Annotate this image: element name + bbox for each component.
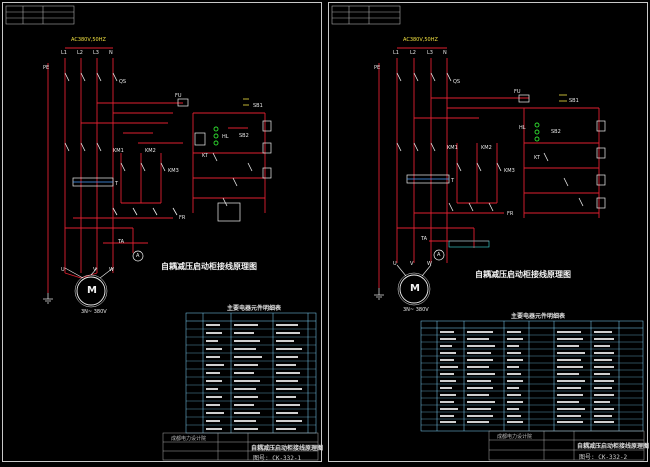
- indicator-lamps: [213, 98, 249, 146]
- phase-label-l2: L2: [410, 50, 416, 56]
- label-u: U: [393, 261, 397, 267]
- coil-blocks: [518, 94, 606, 209]
- ammeter-symbol: [132, 250, 144, 262]
- drawing-title: 自耦减压启动柜接线原理图: [251, 445, 324, 452]
- label-kt: KT: [202, 153, 208, 159]
- components-table-grid: [185, 312, 317, 434]
- coil-blocks: [177, 98, 272, 222]
- phase-label-l3: L3: [93, 50, 99, 56]
- motor-rating: 3N~ 380V: [403, 307, 429, 313]
- circuit-title: 自耦减压启动柜接线原理图: [475, 270, 571, 279]
- company-name: 成都电力设计院: [497, 434, 533, 440]
- drawing-sheet-2: AC380V,50HZ L1 L2 L3 N PE QS FU KM1 KM2 …: [328, 2, 650, 462]
- phase-label-l1: L1: [61, 50, 67, 56]
- label-fr: FR: [179, 215, 186, 221]
- components-table-fill: [440, 331, 614, 423]
- circuit-title: 自耦减压启动柜接线原理图: [161, 262, 257, 271]
- label-kt: KT: [534, 155, 540, 161]
- label-km2: KM2: [481, 145, 492, 151]
- label-hl: HL: [222, 134, 229, 140]
- components-table-rows: [421, 334, 643, 426]
- components-table-fill: [206, 324, 302, 430]
- label-km1: KM1: [447, 145, 458, 151]
- label-hl: HL: [519, 125, 526, 131]
- label-w: W: [427, 261, 432, 267]
- phase-label-l3: L3: [427, 50, 433, 56]
- autotransformer: [406, 174, 490, 248]
- label-fu: FU: [514, 89, 521, 95]
- label-qs: QS: [119, 79, 127, 85]
- contact-symbols: [396, 72, 584, 212]
- autotransformer: [72, 177, 114, 187]
- phase-label-n: N: [109, 50, 113, 56]
- label-t: T: [115, 181, 119, 187]
- label-fu: FU: [175, 93, 182, 99]
- label-sb2: SB2: [551, 129, 561, 135]
- motor-symbol-group: [64, 267, 114, 308]
- label-sb1: SB1: [253, 103, 263, 109]
- label-v: V: [410, 261, 414, 267]
- label-u: U: [61, 267, 65, 273]
- company-name: 成都电力设计院: [171, 436, 207, 442]
- label-km1: KM1: [113, 148, 124, 154]
- label-fr: FR: [507, 211, 514, 217]
- label-ta: TA: [421, 236, 428, 242]
- table-title: 主要电器元件明细表: [511, 313, 566, 320]
- drawing-sheet-1: AC380V,50HZ L1 L2 L3 N PE QS FU KM1 KM2 …: [2, 2, 324, 462]
- label-t: T: [451, 178, 455, 184]
- schematic-canvas-2: [331, 5, 645, 461]
- motor-letter: M: [87, 285, 97, 296]
- main-circuit-wires: [47, 47, 266, 293]
- corner-title-block: [5, 5, 75, 25]
- ammeter-symbol: [433, 249, 445, 261]
- label-km2: KM2: [145, 148, 156, 154]
- motor-symbol-group: [396, 264, 432, 306]
- drawing-number: 图号: CK-332-2: [579, 454, 628, 461]
- phase-label-l2: L2: [77, 50, 83, 56]
- label-km3: KM3: [504, 168, 515, 174]
- label-sb2: SB2: [239, 133, 249, 139]
- supply-label: AC380V,50HZ: [403, 37, 438, 43]
- supply-label: AC380V,50HZ: [71, 37, 106, 43]
- pe-label: PE: [43, 65, 50, 71]
- table-title: 主要电器元件明细表: [227, 305, 282, 312]
- label-v: V: [93, 267, 97, 273]
- main-circuit-wires: [378, 47, 600, 288]
- label-a: A: [437, 252, 441, 258]
- ground-symbol: [374, 288, 384, 300]
- label-sb1: SB1: [569, 98, 579, 104]
- drawing-number: 图号: CK-332-1: [253, 455, 302, 462]
- label-km3: KM3: [168, 168, 179, 174]
- phase-label-n: N: [443, 50, 447, 56]
- label-ta: TA: [118, 239, 125, 245]
- bottom-title-block: [488, 430, 645, 461]
- bottom-title-block: [162, 432, 319, 461]
- components-table-rows: [186, 328, 316, 426]
- indicator-lamps: [534, 94, 567, 142]
- label-a: A: [136, 253, 140, 259]
- schematic-canvas-1: [5, 5, 319, 461]
- phase-label-l1: L1: [393, 50, 399, 56]
- contact-symbols: [64, 72, 253, 216]
- drawing-title: 自耦减压启动柜接线原理图: [577, 443, 650, 450]
- corner-title-block: [331, 5, 401, 25]
- pe-label: PE: [374, 65, 381, 71]
- motor-rating: 3N~ 380V: [81, 309, 107, 315]
- label-w: W: [109, 267, 114, 273]
- label-qs: QS: [453, 79, 461, 85]
- ground-symbol: [43, 293, 53, 304]
- components-table-grid: [420, 320, 644, 432]
- motor-letter: M: [410, 283, 420, 294]
